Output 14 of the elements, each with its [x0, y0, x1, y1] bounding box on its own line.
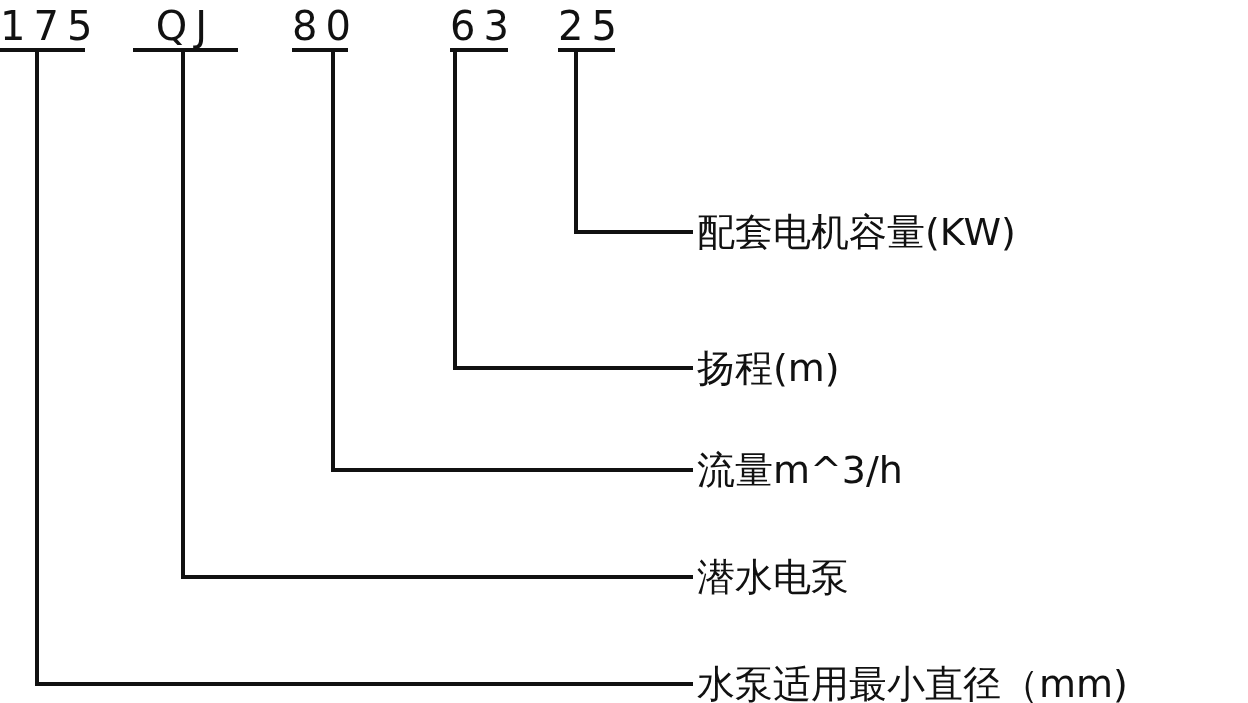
code-description: 水泵适用最小直径（mm) [697, 665, 1128, 703]
leader-line [453, 52, 693, 370]
code-description: 配套电机容量(KW) [697, 213, 1016, 251]
code-description: 扬程(m) [697, 349, 840, 387]
leader-line [35, 52, 693, 686]
model-code-segment: 80 [292, 6, 348, 52]
model-code-segment: QJ [133, 6, 238, 52]
model-code-segment: 25 [558, 6, 615, 52]
leader-line [574, 52, 693, 234]
leader-line [331, 52, 693, 472]
leader-line [181, 52, 693, 579]
code-description: 潜水电泵 [697, 558, 849, 596]
code-description: 流量m^3/h [697, 451, 903, 489]
model-code-segment: 63 [450, 6, 508, 52]
